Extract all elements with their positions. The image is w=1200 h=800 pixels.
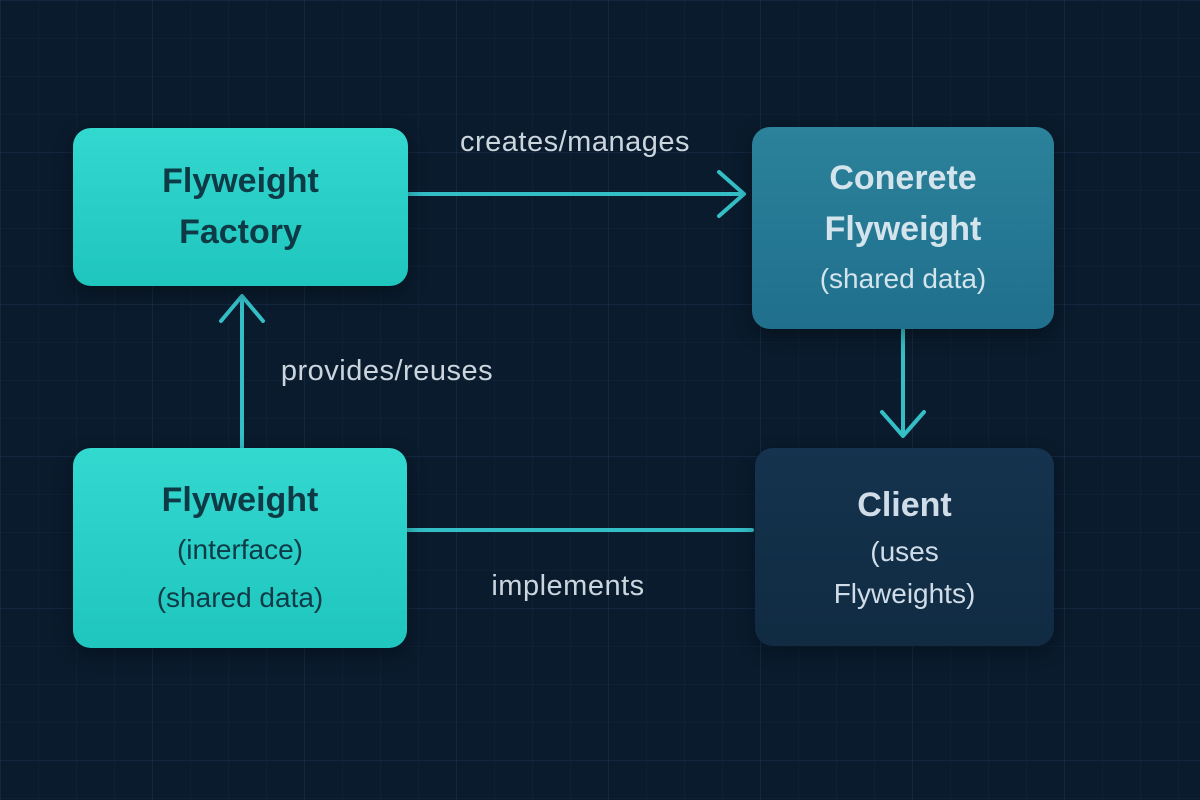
node-concrete-flyweight[interactable]: Conerete Flyweight (shared data): [752, 127, 1054, 329]
edge-label-creates-manages: creates/manages: [460, 126, 690, 158]
node-client-title: Client: [857, 485, 952, 524]
node-flyweight-factory-title-line1: Flyweight: [162, 162, 319, 200]
node-flyweight-interface[interactable]: Flyweight (interface) (shared data): [73, 448, 407, 648]
concrete-to-client-arrow: [880, 328, 926, 438]
node-flyweight-factory-title-line2: Factory: [179, 213, 302, 251]
creates-manages-arrow: [407, 170, 746, 218]
node-client-subtitle1: (uses: [870, 535, 939, 567]
node-concrete-flyweight-subtitle: (shared data): [819, 263, 987, 294]
node-flyweight-interface-subtitle2: (shared data): [156, 581, 324, 613]
node-flyweight-interface-title: Flyweight: [161, 480, 319, 519]
node-client[interactable]: Client (uses Flyweights): [755, 448, 1054, 646]
node-concrete-flyweight-title-line1: Conerete: [829, 159, 977, 197]
edge-label-implements: implements: [491, 570, 645, 602]
node-concrete-flyweight-title-line2: Flyweight: [824, 210, 982, 248]
edge-label-provides-reuses: provides/reuses: [280, 355, 494, 387]
node-flyweight-factory[interactable]: Flyweight Factory: [73, 128, 408, 286]
provides-reuses-arrow: [219, 294, 265, 449]
node-flyweight-interface-subtitle1: (interface): [176, 533, 304, 565]
node-client-subtitle2: Flyweights): [833, 577, 976, 609]
